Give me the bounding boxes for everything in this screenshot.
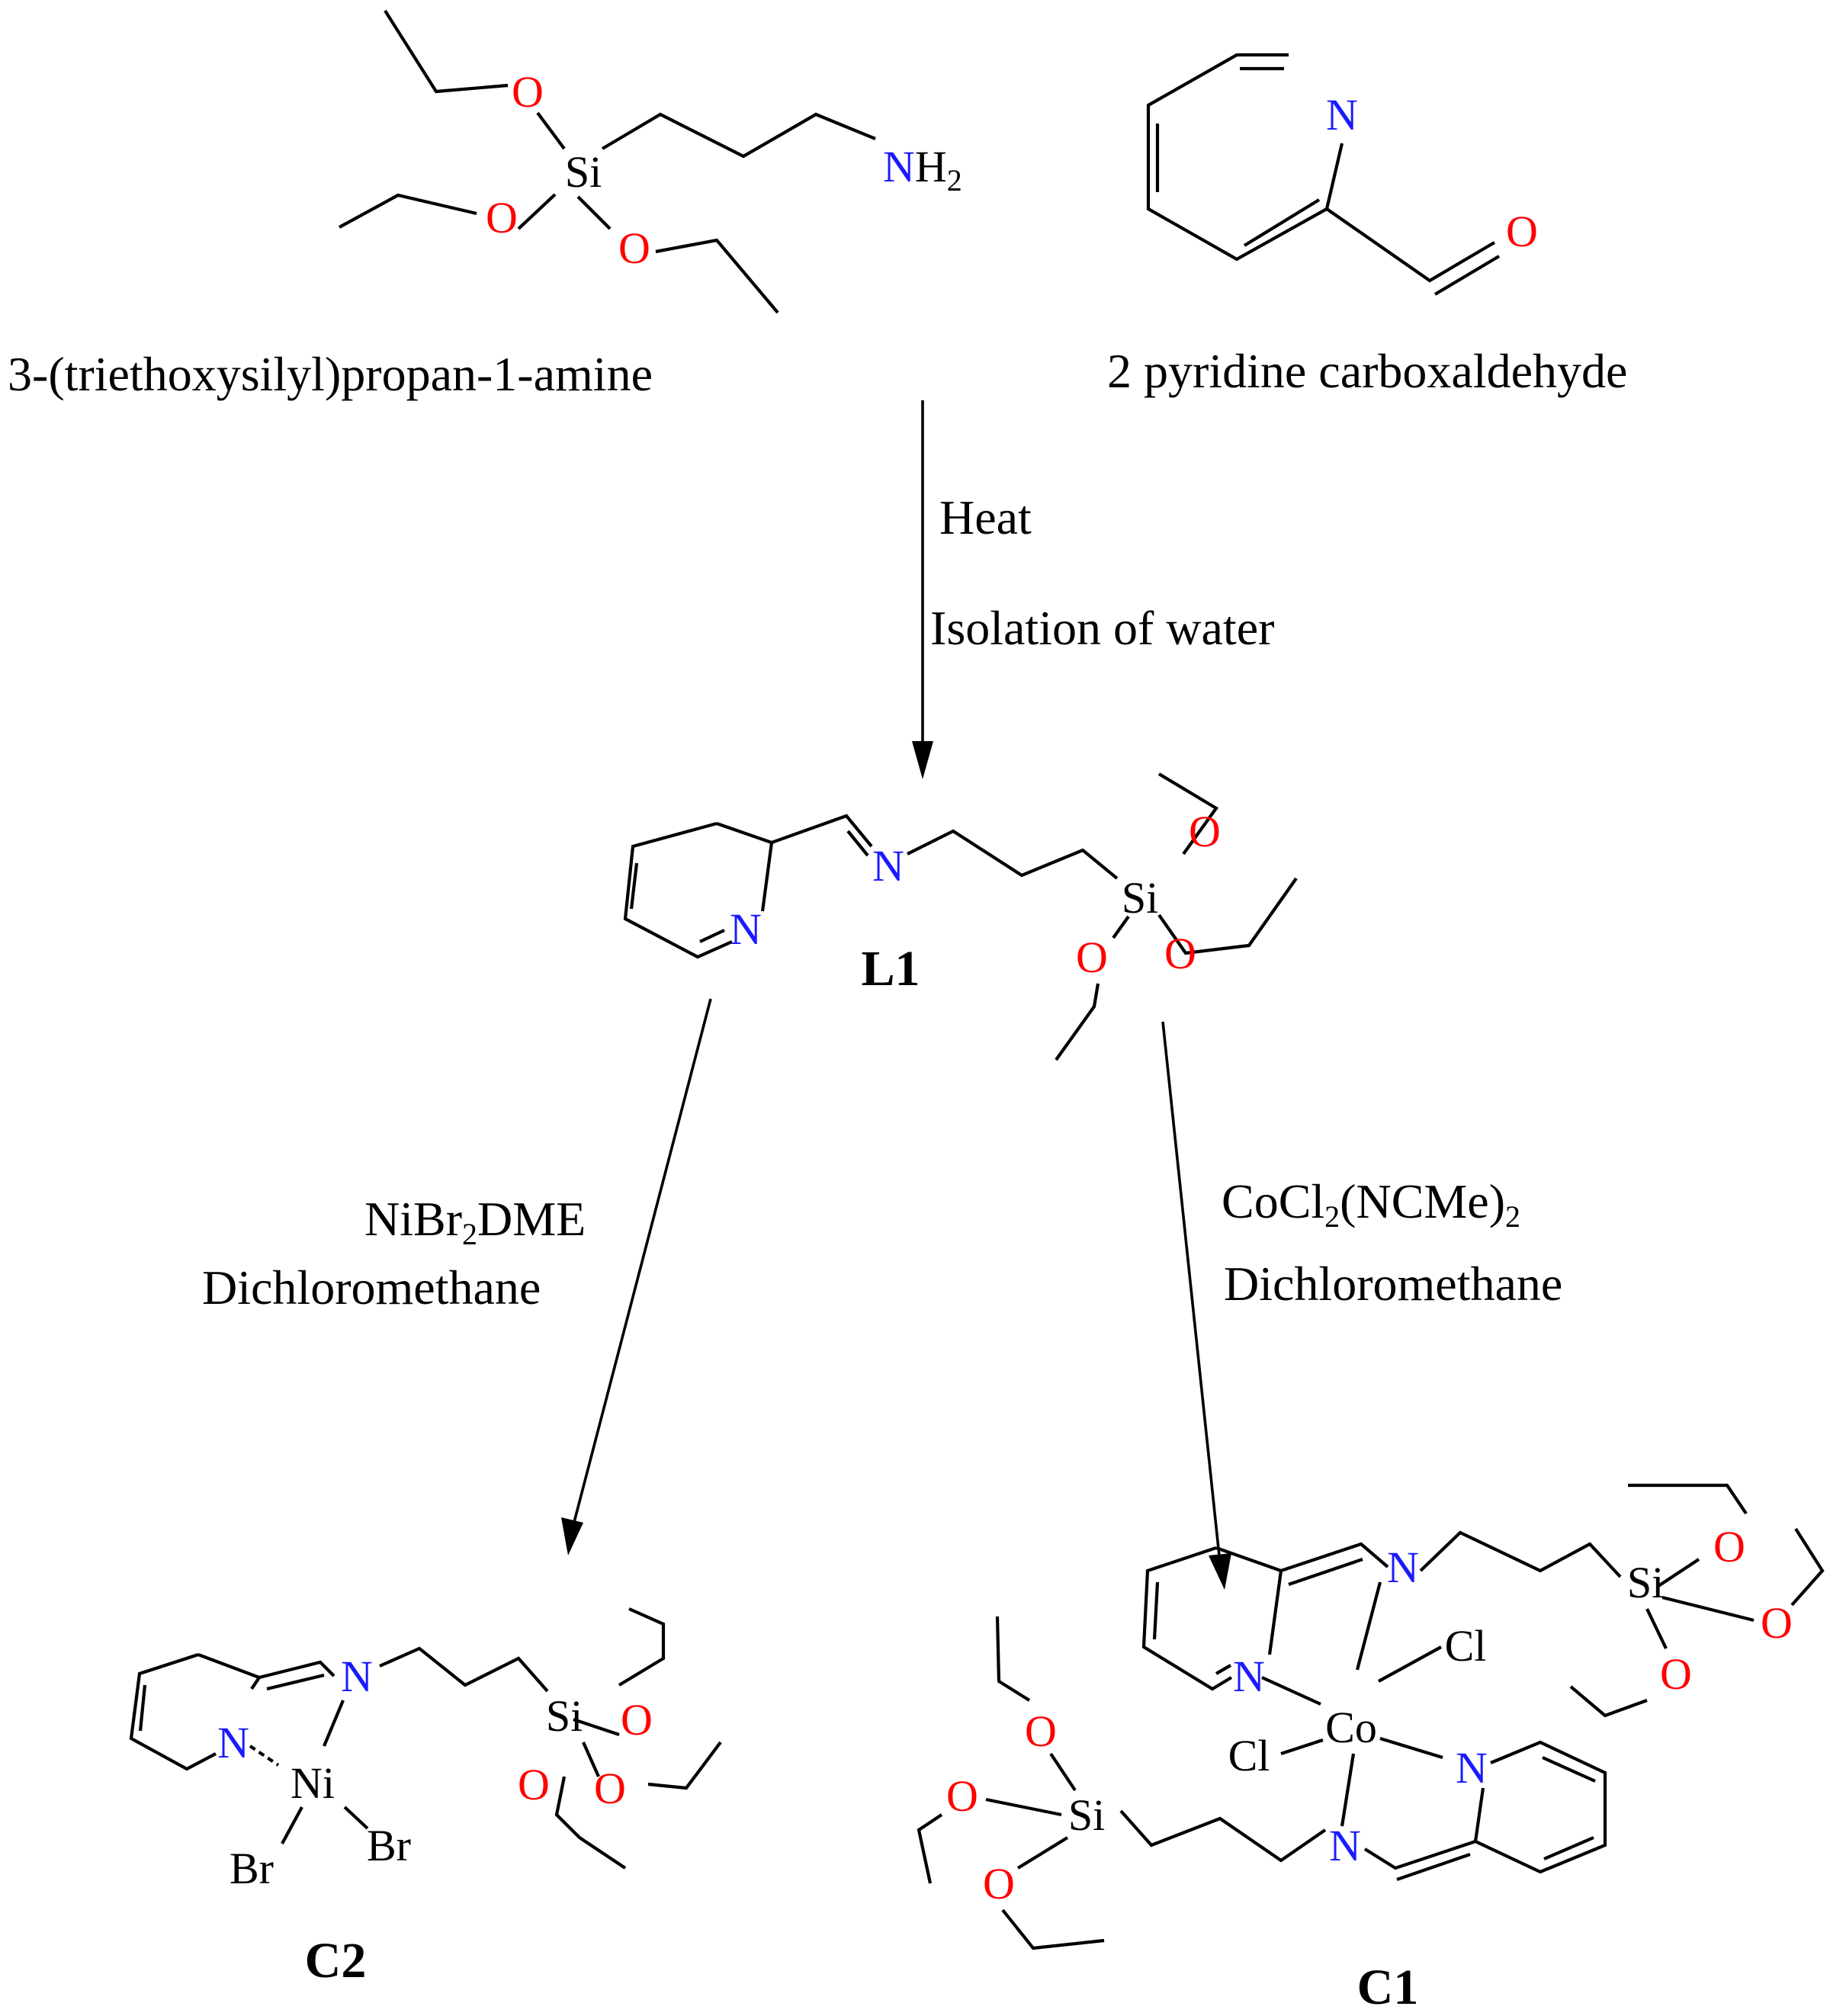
c2-n-imine: N — [341, 1652, 373, 1701]
c2-n-pyridine: N — [217, 1718, 249, 1767]
ligand-o-right: O — [1164, 929, 1196, 978]
ligand-n-pyridine: N — [730, 904, 762, 954]
step1-condition-water: Isolation of water — [930, 601, 1274, 655]
step1-arrow — [912, 400, 933, 779]
c1-o-top-1: O — [1713, 1522, 1745, 1571]
reactant2-name: 2 pyridine carboxaldehyde — [1107, 344, 1627, 398]
c2-o-top: O — [621, 1695, 653, 1745]
reactant1-si: Si — [565, 147, 602, 197]
c1-co: Co — [1325, 1703, 1377, 1752]
reactant-pyridine-carboxaldehyde: N O 2 pyridine carboxaldehyde — [1107, 53, 1627, 398]
step-left-solvent: Dichloromethane — [202, 1260, 541, 1315]
c2-o-right: O — [594, 1764, 626, 1813]
step1-condition-heat: Heat — [939, 490, 1032, 544]
step-left-reagent: NiBr2DME — [364, 1192, 586, 1251]
c1-o-top-3: O — [1660, 1649, 1692, 1699]
c2-label: C2 — [305, 1933, 367, 1989]
reactant2-bonds — [1146, 53, 1501, 296]
c2-o-bottom: O — [518, 1760, 550, 1809]
step-left-arrow — [561, 998, 712, 1555]
c2-br-right: Br — [367, 1821, 411, 1870]
reactant1-nh2: NH2 — [883, 142, 962, 197]
ligand-bonds — [623, 772, 1298, 1061]
ligand-o-left: O — [1076, 933, 1108, 982]
complex-c2: N N Ni Br Br Si O O O C2 — [129, 1607, 722, 1989]
reactant1-bonds — [338, 9, 876, 314]
c1-o-bottom-2: O — [946, 1771, 978, 1821]
ligand-o-top: O — [1189, 807, 1221, 856]
ligand-l1: N N Si O O O L1 — [623, 772, 1298, 1061]
c1-si-top: Si — [1627, 1558, 1664, 1607]
c1-label: C1 — [1357, 1960, 1419, 2015]
c2-ni: Ni — [291, 1758, 335, 1808]
reactant2-n: N — [1326, 90, 1358, 140]
reactant2-o: O — [1506, 207, 1538, 256]
c1-n-imine-top: N — [1387, 1542, 1419, 1592]
step-right-solvent: Dichloromethane — [1224, 1257, 1562, 1311]
step-right-reagent: CoCl2(NCMe)2 — [1222, 1174, 1520, 1234]
reactant1-o-left: O — [486, 193, 518, 242]
c1-n-imine-bottom: N — [1329, 1821, 1361, 1870]
reactant1-name: 3-(triethoxysilyl)propan-1-amine — [8, 347, 653, 401]
c1-si-bottom: Si — [1068, 1790, 1105, 1840]
c2-br-left: Br — [230, 1844, 274, 1893]
c1-cl-right: Cl — [1445, 1621, 1487, 1671]
reactant1-o-right: O — [618, 223, 650, 273]
c2-si: Si — [546, 1691, 583, 1741]
ligand-si: Si — [1122, 873, 1158, 923]
ligand-n-imine: N — [872, 841, 904, 891]
reactant1-o-top: O — [512, 67, 544, 117]
ligand-label: L1 — [861, 941, 920, 997]
c1-o-top-2: O — [1761, 1598, 1793, 1648]
reactant-aminopropyl-triethoxysilane: O Si O O NH2 3-(triethoxysilyl)propan-1-… — [8, 9, 962, 401]
complex-c1: N N Co Cl Cl N N Si O O O Si O O O C1 — [917, 1483, 1825, 2015]
c1-cl-left: Cl — [1228, 1731, 1270, 1780]
c2-bonds — [129, 1607, 722, 1870]
step-right-arrow — [1161, 1021, 1231, 1590]
c1-o-bottom-3: O — [983, 1859, 1015, 1908]
c1-n-pyridine-bottom: N — [1456, 1743, 1488, 1793]
c1-o-bottom-1: O — [1025, 1706, 1057, 1756]
c1-n-pyridine-top: N — [1233, 1652, 1265, 1701]
c1-bonds — [917, 1483, 1825, 1950]
